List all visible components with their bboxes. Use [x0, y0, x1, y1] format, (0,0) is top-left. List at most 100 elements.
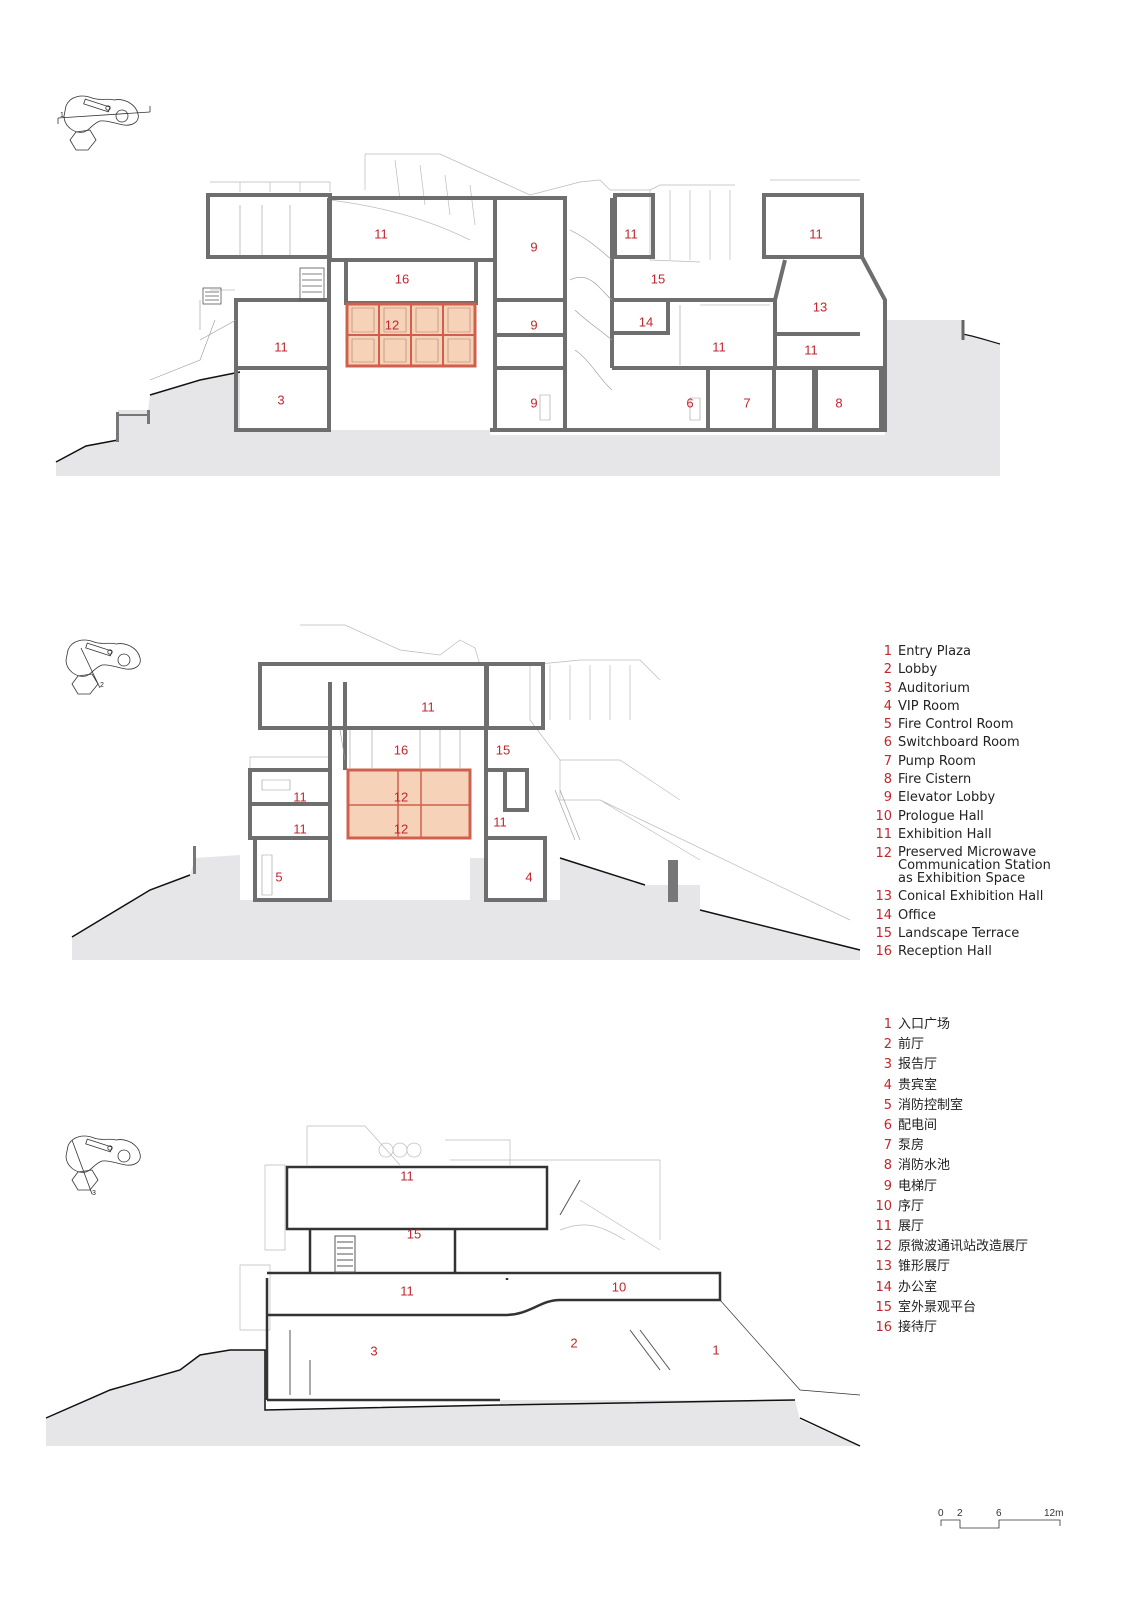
legend-number: 11: [875, 826, 892, 842]
legend-number: 12: [875, 1239, 892, 1255]
room-label: 11: [293, 789, 307, 805]
legend-label: 贵宾室: [898, 1077, 938, 1093]
legend-number: 4: [883, 1077, 892, 1093]
legend-number: 8: [883, 1158, 892, 1174]
scale-tick-label: 6: [996, 1508, 1002, 1519]
room-label: 12: [393, 821, 409, 837]
ground: [46, 1350, 860, 1446]
legend-label: 泵房: [898, 1138, 925, 1154]
legend-label: 序厅: [898, 1198, 925, 1214]
section-2-2-svg: [65, 624, 861, 960]
legend-item: 2 前厅: [872, 1035, 1072, 1055]
room-label: 11: [804, 342, 818, 358]
section-3-3-svg: [45, 1125, 861, 1447]
room-label: 11: [421, 699, 435, 715]
legend-number: 2: [883, 1037, 892, 1053]
legend-item: 11 Exhibition Hall: [872, 826, 1072, 844]
room-label: 3: [277, 392, 285, 408]
room-label: 10: [611, 1279, 627, 1295]
ground: [72, 855, 860, 960]
section-1-1-drawing: [0, 0, 1131, 500]
legend-number: 1: [883, 1017, 892, 1032]
legend-item: 8 消防水池: [872, 1156, 1072, 1176]
room-label: 8: [835, 395, 843, 411]
key-plan-2: [65, 639, 141, 695]
legend-label: 配电间: [898, 1118, 938, 1134]
legend-number: 5: [883, 1097, 892, 1113]
preserved-station-highlight-2: [346, 768, 472, 840]
legend-label: Exhibition Hall: [898, 826, 992, 842]
legend-number: 14: [875, 907, 892, 923]
key-plan-1: [57, 95, 151, 151]
legend-label: 原微波通讯站改造展厅: [898, 1239, 1029, 1255]
legend-label: 消防控制室: [898, 1097, 964, 1113]
legend-number: 5: [883, 717, 892, 733]
legend-item: 14 Office: [872, 907, 1072, 925]
room-label: 9: [530, 395, 538, 411]
legend-label: Conical Exhibition Hall: [898, 889, 1044, 905]
legend-item: 4 贵宾室: [872, 1076, 1072, 1096]
legend-item: 1 入口广场: [872, 1015, 1072, 1035]
ground: [56, 372, 1000, 476]
legend-label: Elevator Lobby: [898, 790, 996, 806]
legend-label: 消防水池: [898, 1158, 951, 1174]
legend-label: 室外景观平台: [898, 1299, 977, 1315]
key-plan-3: [65, 1135, 141, 1195]
legend-number: 7: [883, 1138, 892, 1154]
legend-number: 1: [883, 644, 892, 659]
room-label: 7: [743, 395, 751, 411]
legend-number: 14: [875, 1279, 892, 1295]
legend-number: 16: [875, 1320, 892, 1336]
section-3-3-drawing: [0, 1000, 1131, 1460]
legend-label: 前厅: [898, 1037, 925, 1053]
room-label: 11: [293, 821, 307, 837]
legend-label: Switchboard Room: [898, 735, 1020, 751]
room-label: 11: [809, 226, 823, 242]
scale-tick-label: 0: [938, 1508, 944, 1519]
key-plan-marker-3: 3: [92, 1190, 96, 1197]
room-label: 15: [406, 1226, 422, 1242]
legend-item: 13 Conical Exhibition Hall: [872, 888, 1072, 906]
legend-label: Office: [898, 907, 936, 923]
room-label: 9: [530, 317, 538, 333]
room-label: 14: [638, 314, 654, 330]
room-label: 16: [393, 742, 409, 758]
room-label: 11: [274, 339, 288, 355]
legend-number: 7: [883, 753, 892, 769]
section-2-2-drawing: [0, 600, 1131, 980]
legend-label: VIP Room: [898, 698, 960, 714]
legend-label: Auditorium: [898, 680, 970, 696]
legend-item: 6 配电间: [872, 1116, 1072, 1136]
room-label: 4: [525, 869, 533, 885]
legend-label: 入口广场: [898, 1017, 951, 1032]
room-label: 5: [275, 869, 283, 885]
legend-item: 12 原微波通讯站改造展厅: [872, 1237, 1072, 1257]
scale-tick-label: 2: [957, 1508, 963, 1519]
room-label: 16: [394, 271, 410, 287]
legend-number: 6: [883, 1118, 892, 1134]
legend-label: Prologue Hall: [898, 808, 984, 824]
legend-number: 10: [875, 808, 892, 824]
legend-label: Landscape Terrace: [898, 925, 1020, 941]
legend-number: 10: [875, 1198, 892, 1214]
legend-item: 10 Prologue Hall: [872, 808, 1072, 826]
legend-number: 12: [875, 846, 892, 862]
room-label: 1: [712, 1342, 720, 1358]
scale-bar: 0 2 6 12m: [938, 1508, 1073, 1538]
legend-number: 8: [883, 772, 892, 788]
room-label: 2: [570, 1335, 578, 1351]
legend-number: 13: [875, 889, 892, 905]
room-label: 13: [812, 299, 828, 315]
